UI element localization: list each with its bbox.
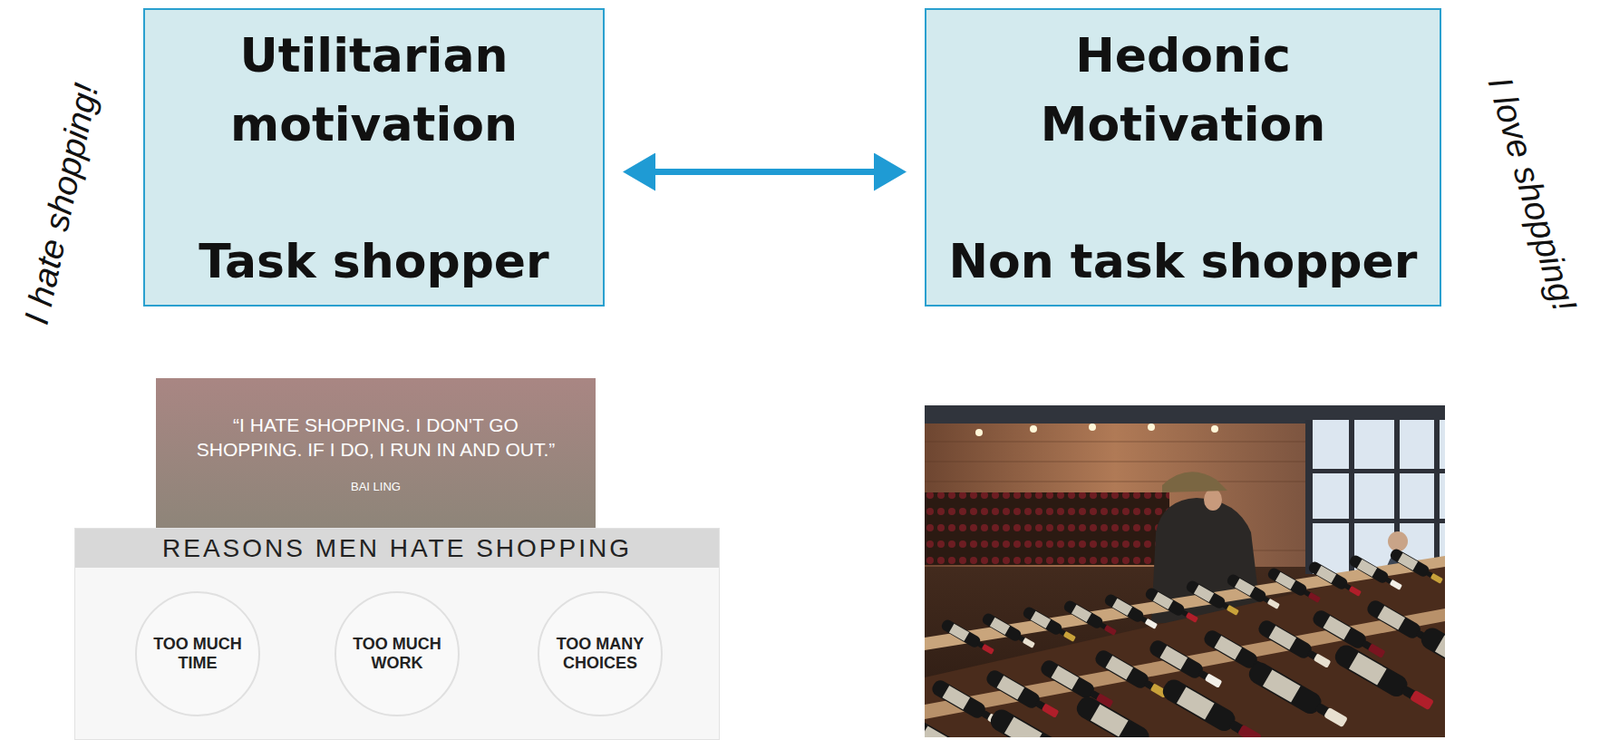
shopper-type: Non task shopper [948,232,1417,290]
circle-outline-shape [135,591,260,716]
quote-card: “I HATE SHOPPING. I DON'T GO SHOPPING. I… [155,378,596,528]
reason-text: TOO MUCH WORK [346,634,448,672]
reason-circle: TOO MANY CHOICES [536,590,664,718]
quote-author: BAI LING [350,479,401,495]
reason-circle: TOO MUCH WORK [333,590,461,718]
shopper-type: Task shopper [198,232,550,290]
quote-text: “I HATE SHOPPING. I DON'T GO SHOPPING. I… [188,412,563,462]
panel-heading: REASONS MEN HATE SHOPPING [75,528,719,568]
reason-circle: TOO MUCH TIME [134,590,262,718]
motivation-heading: Utilitarian motivation [184,20,565,159]
motivation-heading: Hedonic Motivation [992,20,1374,159]
motivation-box: Hedonic MotivationNon task shopper [924,8,1442,307]
side-remark: I love shopping! [1480,72,1585,316]
circle-outline-shape [538,591,662,716]
motivation-box: Utilitarian motivationTask shopper [143,8,605,307]
reason-text: TOO MANY CHOICES [549,634,651,672]
wine-shop-photo [924,405,1445,737]
double-arrow [649,168,880,175]
reasons-panel: TOO MUCH TIME TOO MUCH WORK TOO MANY CHOIC… [74,527,720,740]
reason-text: TOO MUCH TIME [146,634,249,672]
side-remark: I hate shopping! [17,79,107,328]
circle-outline-shape [335,591,459,716]
